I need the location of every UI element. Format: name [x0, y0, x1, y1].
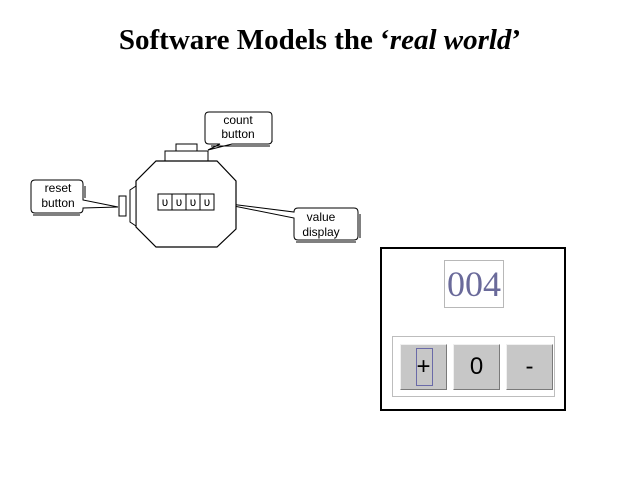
- digit-cell: ʋ: [176, 195, 183, 209]
- increment-button[interactable]: +: [400, 344, 447, 390]
- reset-callout-line1: reset: [45, 181, 72, 195]
- counter-button-panel: + 0 -: [392, 336, 555, 397]
- svg-text:display: display: [302, 225, 339, 239]
- title-emphasis: real world: [389, 24, 512, 56]
- count-display: 004: [444, 260, 504, 308]
- svg-text:ʋ: ʋ: [204, 195, 211, 209]
- count-callout-line1: count: [223, 113, 253, 127]
- counter-app-window: 004 + 0 -: [380, 247, 566, 411]
- svg-text:reset: reset: [45, 181, 72, 195]
- decrement-button[interactable]: -: [506, 344, 553, 390]
- title-suffix: ’: [511, 24, 522, 56]
- svg-text:ʋ: ʋ: [190, 195, 197, 209]
- svg-text:count: count: [223, 113, 253, 127]
- slide-title: Software Models the ‘real world’: [0, 24, 640, 57]
- reset-button-collar: [129, 185, 137, 227]
- tally-counter-device: ʋ ʋ ʋ ʋ: [118, 143, 237, 248]
- value-display-callout: value display: [213, 201, 361, 243]
- reset-callout-line2: button: [41, 196, 74, 210]
- focus-indicator: [416, 348, 433, 386]
- count-button-callout: count button: [204, 111, 273, 151]
- svg-text:button: button: [41, 196, 74, 210]
- count-button-base: [164, 150, 209, 162]
- digit-cell: ʋ: [190, 195, 197, 209]
- increment-label: +: [416, 353, 431, 380]
- value-callout-line1: value: [307, 210, 336, 224]
- reset-button-shape: [118, 195, 127, 217]
- count-callout-line2: button: [221, 127, 254, 141]
- digit-cell: ʋ: [204, 195, 211, 209]
- svg-text:value: value: [307, 210, 336, 224]
- title-prefix: Software Models the ‘: [118, 24, 390, 56]
- reset-button[interactable]: 0: [453, 344, 500, 390]
- digit-cell: ʋ: [162, 195, 169, 209]
- reset-button-callout: reset button: [30, 179, 119, 216]
- svg-text:button: button: [221, 127, 254, 141]
- svg-text:ʋ: ʋ: [176, 195, 183, 209]
- value-callout-line2: display: [302, 225, 339, 239]
- reset-label: 0: [469, 353, 484, 380]
- svg-text:ʋ: ʋ: [162, 195, 169, 209]
- decrement-label: -: [525, 353, 534, 380]
